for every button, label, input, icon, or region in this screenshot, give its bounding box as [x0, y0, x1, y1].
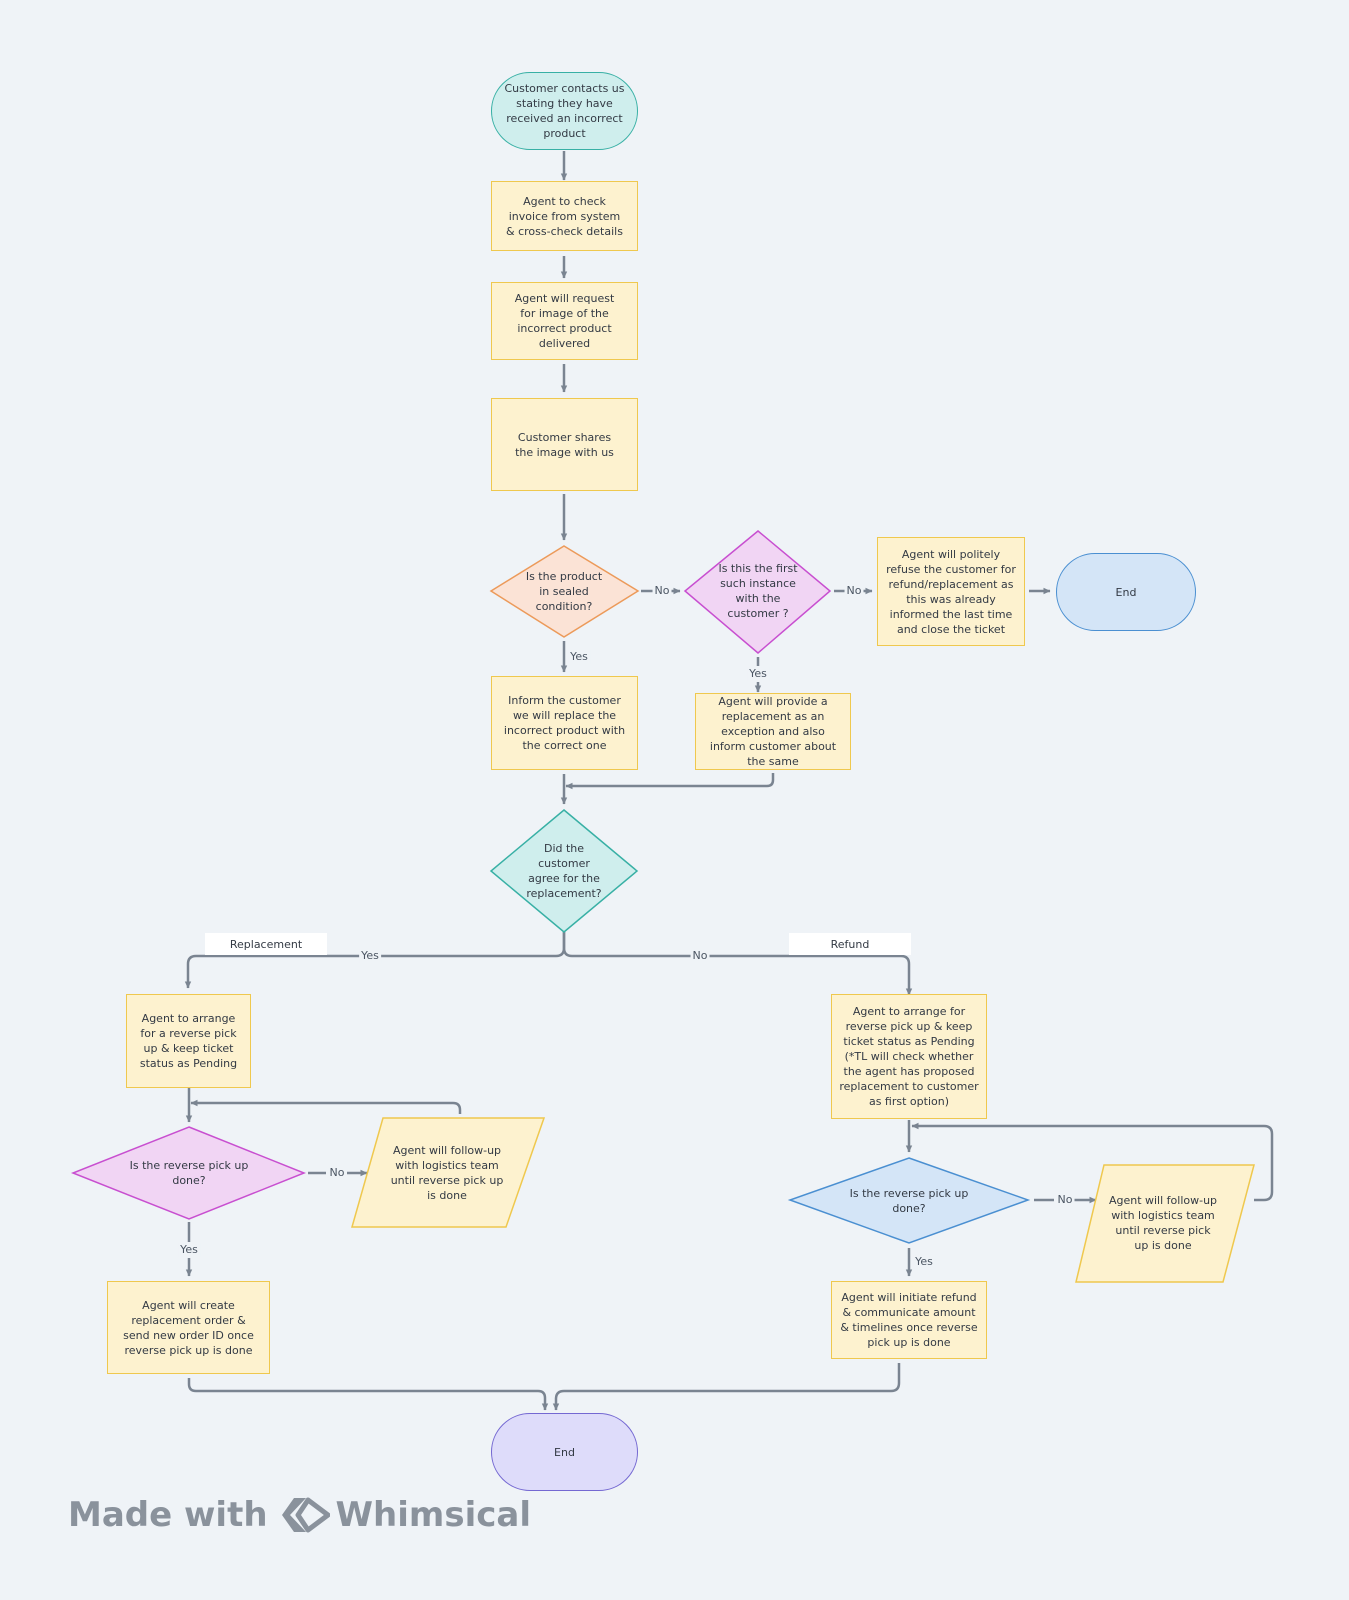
- edge-label-sealed-yes: Yes: [568, 650, 590, 664]
- followup-right-shape: [1075, 1164, 1255, 1283]
- start-terminal: Customer contacts us stating they have r…: [491, 72, 638, 150]
- first-instance-decision-text: Is this the first such instance with the…: [718, 562, 798, 620]
- edge-create-to-end: [187, 1378, 549, 1411]
- pickup-left-decision-text: Is the reverse pick up done?: [129, 1159, 249, 1187]
- create-replacement-step: Agent will create replacement order & se…: [107, 1281, 270, 1374]
- initiate-refund-step: Agent will initiate refund & communicate…: [831, 1281, 987, 1359]
- pickup-right-decision-label: Is the reverse pick up done?: [846, 1184, 972, 1218]
- check-invoice-step: Agent to check invoice from system & cro…: [491, 181, 638, 251]
- edge-exception-to-join: [565, 773, 775, 790]
- refuse-step: Agent will politely refuse the customer …: [877, 537, 1025, 646]
- edge-followup-right-loop: [911, 1122, 1274, 1202]
- refuse-step-text: Agent will politely refuse the customer …: [886, 547, 1016, 636]
- exception-replace-step-text: Agent will provide a replacement as an e…: [709, 695, 837, 768]
- pickup-left-decision-label: Is the reverse pick up done?: [124, 1156, 254, 1190]
- pickup-right-decision-text: Is the reverse pick up done?: [849, 1187, 969, 1215]
- edge-label-pickup-right-no: No: [1055, 1193, 1075, 1207]
- edge-followup-left-loop: [190, 1099, 462, 1114]
- end-terminal-bottom: End: [491, 1413, 638, 1491]
- exception-replace-step: Agent will provide a replacement as an e…: [695, 693, 851, 770]
- edge-label-agree-yes: Yes: [359, 949, 381, 963]
- initiate-refund-step-text: Agent will initiate refund & communicate…: [840, 1291, 978, 1349]
- arrange-pickup-left-step: Agent to arrange for a reverse pick up &…: [126, 994, 251, 1088]
- edge-refund-to-end: [552, 1363, 901, 1411]
- sealed-decision-shape: [489, 545, 640, 638]
- edge-label-first-no: No: [844, 584, 864, 598]
- pickup-left-decision-shape: [70, 1126, 307, 1220]
- first-instance-decision-shape: [683, 530, 832, 654]
- replacement-tag-text: Replacement: [229, 937, 303, 951]
- edge-label-first-yes: Yes: [747, 667, 769, 681]
- edge-label-agree-no: No: [690, 949, 710, 963]
- start-terminal-text: Customer contacts us stating they have r…: [504, 82, 625, 140]
- customer-shares-step: Customer shares the image with us: [491, 398, 638, 491]
- end-terminal-top: End: [1056, 553, 1196, 631]
- made-with-text: Made with: [68, 1495, 268, 1535]
- pickup-right-decision-shape: [787, 1157, 1031, 1244]
- request-image-step-text: Agent will request for image of the inco…: [514, 292, 615, 350]
- refund-tag-text: Refund: [830, 937, 870, 951]
- refund-tag: Refund: [789, 933, 911, 955]
- edge-agree-no: [562, 932, 913, 996]
- end-terminal-bottom-text: End: [554, 1445, 575, 1459]
- followup-left-label: Agent will follow-up with logistics team…: [386, 1140, 508, 1206]
- end-terminal-top-text: End: [1115, 585, 1137, 599]
- edge-label-pickup-left-yes: Yes: [178, 1243, 200, 1257]
- agree-decision-shape: [489, 809, 639, 933]
- request-image-step: Agent will request for image of the inco…: [491, 282, 638, 360]
- sealed-decision-text: Is the product in sealed condition?: [525, 569, 603, 613]
- followup-left-shape: [351, 1117, 546, 1228]
- check-invoice-step-text: Agent to check invoice from system & cro…: [506, 194, 623, 238]
- followup-left-text: Agent will follow-up with logistics team…: [390, 1144, 504, 1202]
- inform-replace-step-text: Inform the customer we will replace the …: [503, 694, 626, 752]
- edge-label-pickup-left-no: No: [327, 1166, 347, 1180]
- edge-label-sealed-no: No: [652, 584, 672, 598]
- followup-right-text: Agent will follow-up with logistics team…: [1108, 1194, 1218, 1252]
- create-replacement-step-text: Agent will create replacement order & se…: [123, 1298, 254, 1357]
- whimsical-brand-text: Whimsical: [335, 1495, 531, 1535]
- replacement-tag: Replacement: [205, 933, 327, 955]
- customer-shares-step-text: Customer shares the image with us: [515, 430, 614, 459]
- followup-right-label: Agent will follow-up with logistics team…: [1108, 1190, 1218, 1256]
- edge-label-pickup-right-yes: Yes: [913, 1255, 935, 1269]
- arrange-pickup-right-step-text: Agent to arrange for reverse pick up & k…: [839, 1005, 979, 1108]
- made-with-whimsical-footer: Made with Whimsical: [68, 1492, 531, 1538]
- whimsical-logo-icon: [281, 1497, 330, 1533]
- first-instance-decision-label: Is this the first such instance with the…: [714, 560, 802, 622]
- arrange-pickup-left-step-text: Agent to arrange for a reverse pick up &…: [139, 1012, 238, 1070]
- agree-decision-label: Did the customer agree for the replaceme…: [523, 839, 605, 903]
- agree-decision-text: Did the customer agree for the replaceme…: [526, 842, 602, 900]
- arrange-pickup-right-step: Agent to arrange for reverse pick up & k…: [831, 994, 987, 1119]
- sealed-decision-label: Is the product in sealed condition?: [521, 566, 607, 616]
- inform-replace-step: Inform the customer we will replace the …: [491, 676, 638, 770]
